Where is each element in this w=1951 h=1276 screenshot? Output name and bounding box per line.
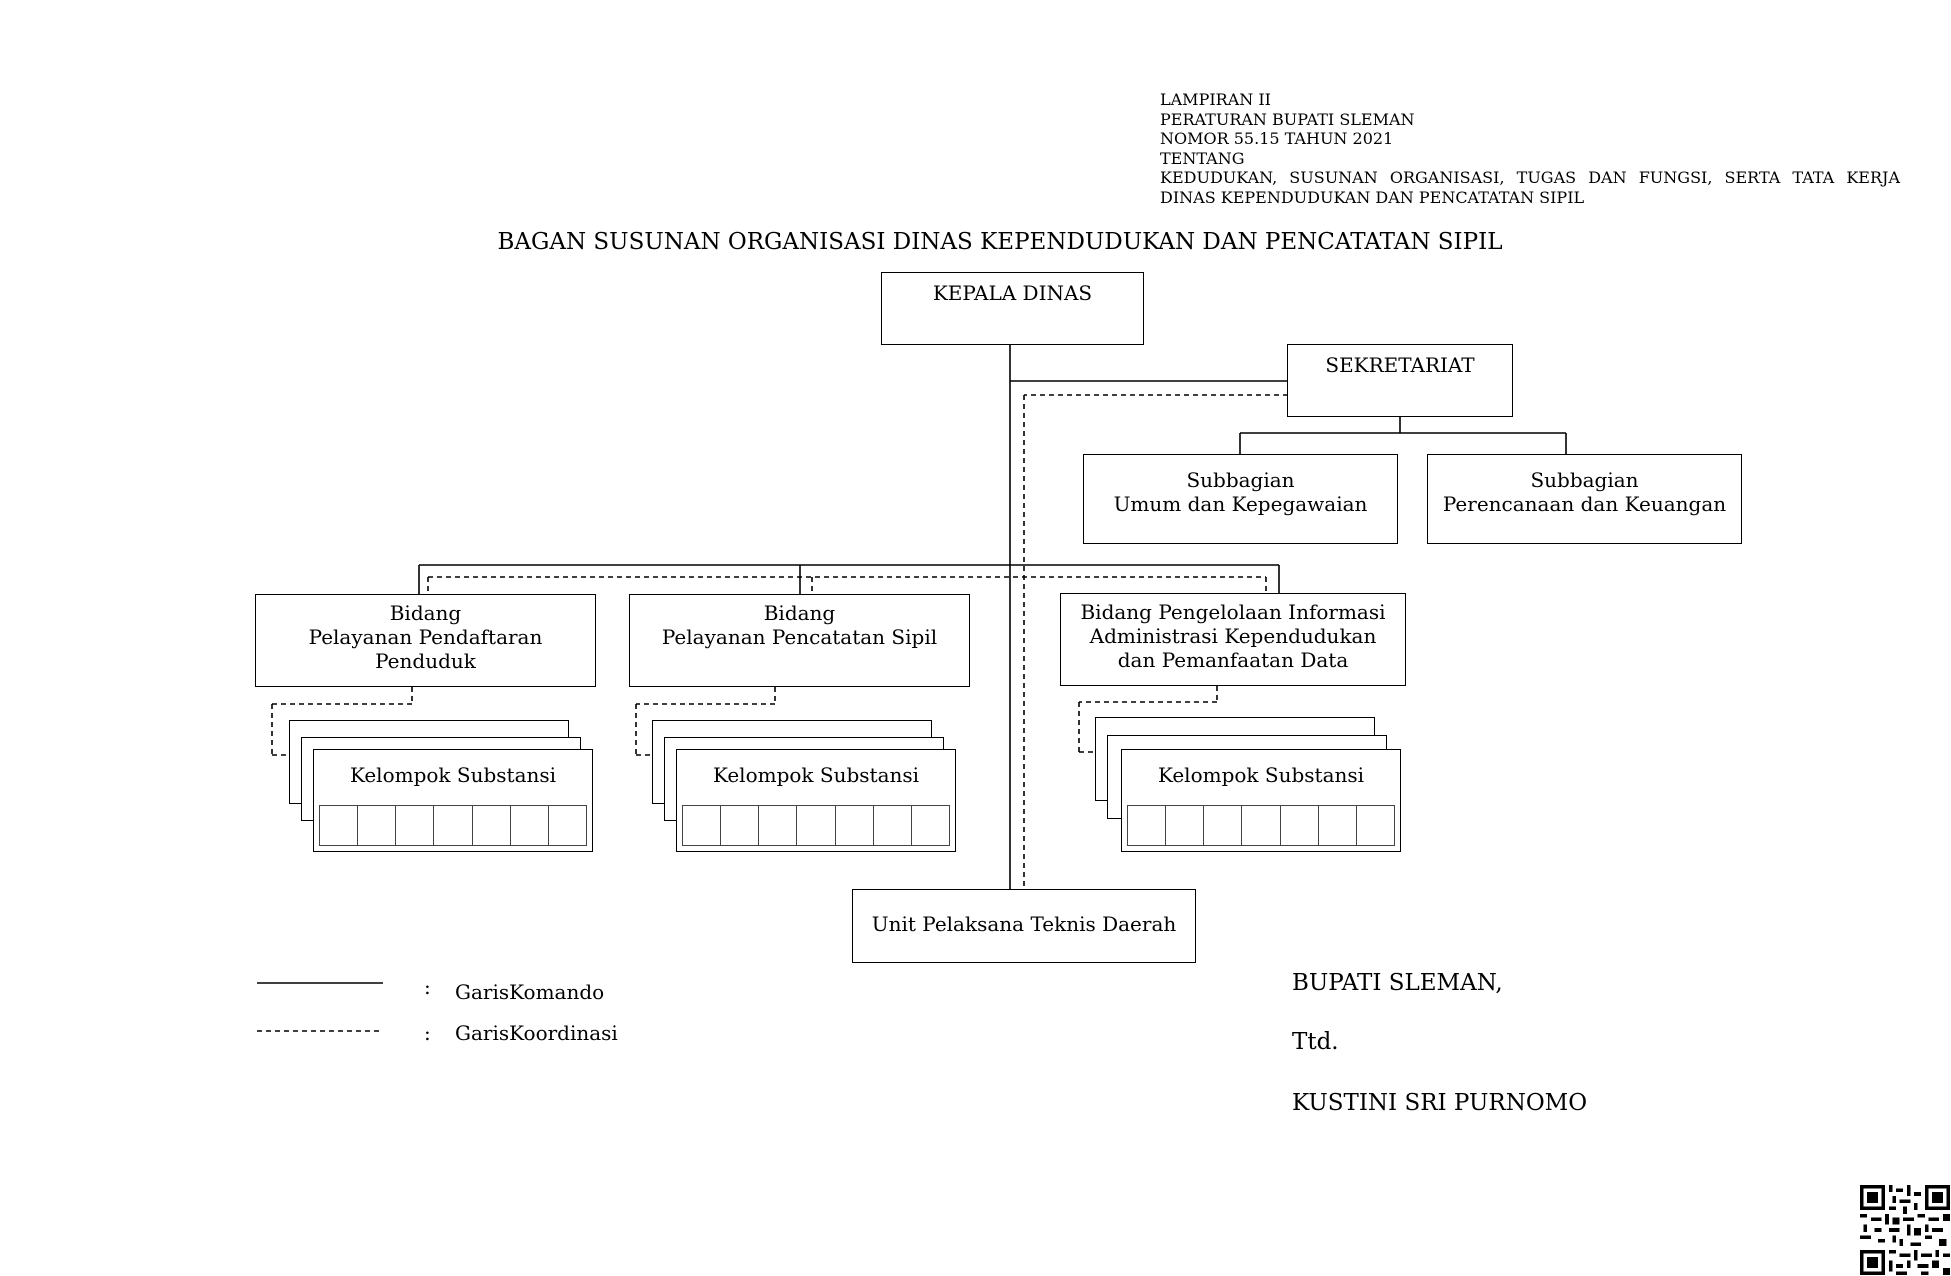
node-subbagian-umum: Subbagian Umum dan Kepegawaian [1083, 454, 1398, 544]
legend-koordinasi-label: GarisKoordinasi [455, 1021, 618, 1045]
qr-code-icon [1860, 1185, 1950, 1275]
node-label: Unit Pelaksana Teknis Daerah [871, 912, 1177, 936]
chart-title: BAGAN SUSUNAN ORGANISASI DINAS KEPENDUDU… [497, 229, 1503, 255]
node-label-line: Administrasi Kependudukan [1089, 624, 1377, 648]
node-label: Kelompok Substansi [712, 763, 920, 787]
legend-komando-label: GarisKomando [455, 980, 605, 1004]
node-label-line: Umum dan Kepegawaian [1113, 492, 1368, 516]
subject-line-1: KEDUDUKAN, SUSUNAN ORGANISASI, TUGAS DAN… [1160, 168, 1900, 187]
substansi-grid [1127, 805, 1395, 846]
node-label-line: Subbagian [1530, 468, 1639, 492]
node-upt: Unit Pelaksana Teknis Daerah [852, 889, 1196, 963]
node-bidang-pencatatan: Bidang Pelayanan Pencatatan Sipil [629, 594, 970, 687]
legend-colon: : [424, 1021, 431, 1045]
signature-ttd: Ttd. [1292, 1029, 1339, 1055]
node-subbagian-perencanaan: Subbagian Perencanaan dan Keuangan [1427, 454, 1742, 544]
substansi-grid [319, 805, 587, 846]
node-label: Kelompok Substansi [1157, 763, 1365, 787]
tentang-line: TENTANG [1160, 149, 1245, 168]
substansi-grid [682, 805, 950, 846]
node-bidang-informasi: Bidang Pengelolaan Informasi Administras… [1060, 593, 1406, 686]
node-kelompok-substansi: Kelompok Substansi [1121, 749, 1401, 852]
node-label: SEKRETARIAT [1325, 353, 1475, 377]
subject-line-2: DINAS KEPENDUDUKAN DAN PENCATATAN SIPIL [1160, 188, 1585, 207]
nomor-line: NOMOR 55.15 TAHUN 2021 [1160, 129, 1394, 148]
node-label-line: Bidang Pengelolaan Informasi [1080, 600, 1386, 624]
node-label: Kelompok Substansi [349, 763, 557, 787]
node-label-line: dan Pemanfaatan Data [1117, 648, 1349, 672]
signature-name: KUSTINI SRI PURNOMO [1292, 1090, 1588, 1116]
node-label-line: Penduduk [375, 649, 476, 673]
node-label-line: Perencanaan dan Keuangan [1442, 492, 1727, 516]
node-label-line: Bidang [389, 601, 462, 625]
node-kelompok-substansi: Kelompok Substansi [676, 749, 956, 852]
peraturan-line: PERATURAN BUPATI SLEMAN [1160, 110, 1415, 129]
node-label: KEPALA DINAS [932, 281, 1093, 305]
node-bidang-pendaftaran: Bidang Pelayanan Pendaftaran Penduduk [255, 594, 596, 687]
node-kelompok-substansi: Kelompok Substansi [313, 749, 593, 852]
lampiran-line: LAMPIRAN II [1160, 90, 1271, 109]
node-label-line: Subbagian [1186, 468, 1295, 492]
signature-office: BUPATI SLEMAN, [1292, 970, 1503, 996]
node-label-line: Pelayanan Pendaftaran [308, 625, 543, 649]
node-sekretariat: SEKRETARIAT [1287, 344, 1513, 417]
node-label-line: Bidang [763, 601, 836, 625]
node-label-line: Pelayanan Pencatatan Sipil [661, 625, 938, 649]
legend-colon: : [424, 975, 431, 999]
node-kepala-dinas: KEPALA DINAS [881, 272, 1144, 345]
